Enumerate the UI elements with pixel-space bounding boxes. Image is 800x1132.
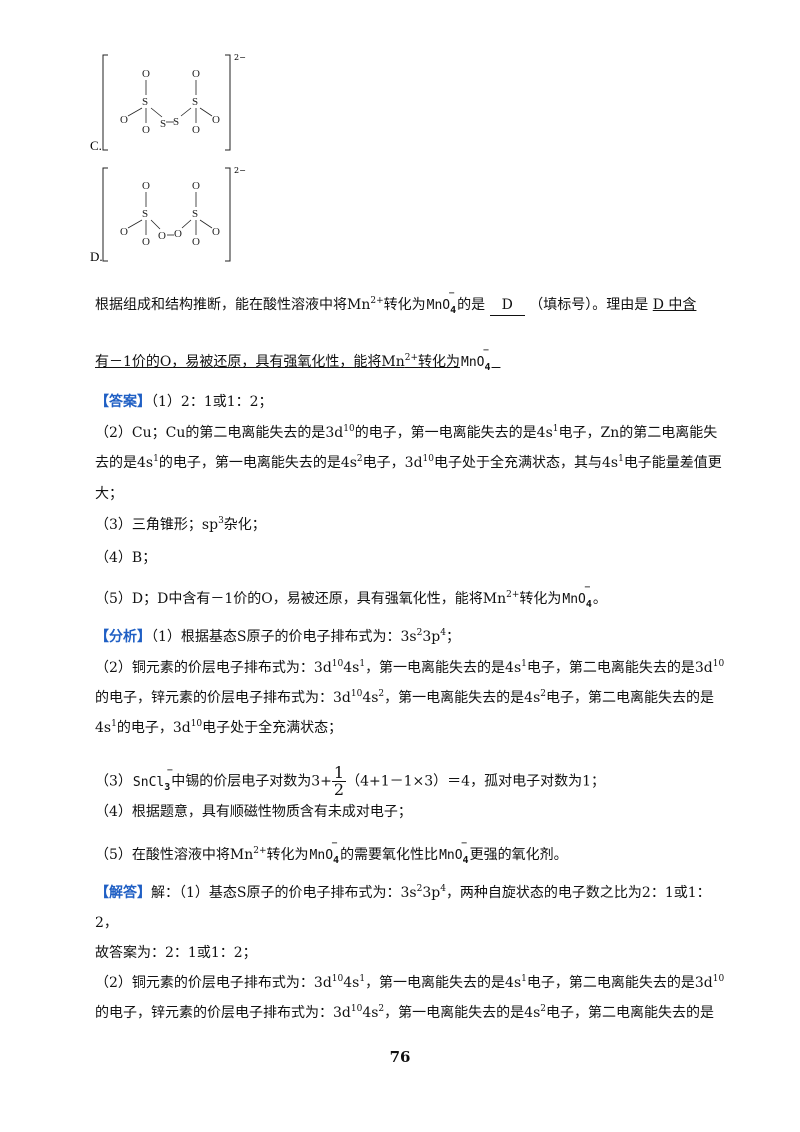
svg-text:S: S (192, 96, 198, 108)
analysis-tag: 【分析】 (95, 629, 151, 645)
page-number: 76 (389, 1048, 411, 1066)
answer-line-7: （5）D；D中含有－1价的O，易被还原，具有强氧化性，能将Mn2+转化为MnO−… (95, 582, 607, 610)
charge-d: 2− (234, 166, 246, 175)
svg-text:O: O (142, 180, 150, 192)
svg-text:S: S (160, 118, 166, 130)
svg-text:O: O (120, 226, 128, 238)
svg-text:O: O (142, 68, 150, 80)
solution-line-5: 的电子，锌元素的价层电子排布式为：3d104s2，第一电离能失去的是4s2电子，… (95, 1004, 714, 1022)
analysis-line-3: 的电子，锌元素的价层电子排布式为：3d104s2，第一电离能失去的是4s2电子，… (95, 689, 714, 707)
answer-line-2: （2）Cu；Cu的第二电离能失去的是3d10的电子，第一电离能失去的是4s1电子… (95, 424, 718, 442)
option-label-c: C. (90, 138, 102, 153)
svg-text:O: O (142, 124, 150, 136)
q5-line-1: 根据组成和结构推断，能在酸性溶液中将Mn2+转化为MnO−4的是 D （填标号）… (95, 288, 697, 321)
analysis-line-7: （5）在酸性溶液中将Mn2+转化为MnO−4的需要氧化性比MnO−4更强的氧化剂… (95, 838, 568, 866)
analysis-line-2: （2）铜元素的价层电子排布式为：3d104s1，第一电离能失去的是4s1电子，第… (95, 659, 725, 677)
svg-text:S: S (192, 208, 198, 220)
svg-text:S: S (142, 208, 148, 220)
svg-text:O: O (192, 124, 200, 136)
charge-c: 2− (234, 53, 246, 62)
svg-text:O: O (192, 68, 200, 80)
answer-blank: D (489, 295, 525, 316)
analysis-line-1: 【分析】（1）根据基态S原子的价电子排布式为：3s23p4； (95, 628, 460, 646)
svg-text:O: O (174, 228, 182, 240)
svg-text:O: O (212, 114, 220, 126)
answer-line-6: （4）B； (95, 550, 157, 566)
svg-text:O: O (212, 226, 220, 238)
svg-text:O: O (192, 180, 200, 192)
structure-diagram-d: D. 2− O S O O O O O S O O (90, 166, 246, 264)
solution-line-1: 【解答】解：（1）基态S原子的价电子排布式为：3s23p4，两种自旋状态的电子数… (95, 884, 711, 902)
svg-text:O: O (120, 114, 128, 126)
reason-text: D 中含 (652, 297, 697, 313)
answer-line-5: （3）三角锥形；sp3杂化； (95, 516, 266, 534)
analysis-line-4: 4s1的电子，3d10电子处于全充满状态； (95, 719, 343, 737)
answer-line-4: 大； (95, 486, 123, 502)
sncl3-formula: SnCl−3 (132, 764, 173, 793)
analysis-line-6: （4）根据题意，具有顺磁性物质含有未成对电子； (95, 804, 412, 820)
solution-line-4: （2）铜元素的价层电子排布式为：3d104s1，第一电离能失去的是4s1电子，第… (95, 974, 725, 992)
svg-text:S: S (173, 116, 179, 128)
solution-line-3: 故答案为：2：1或1：2； (95, 945, 257, 961)
svg-text:O: O (142, 236, 150, 248)
answer-line-3: 去的是4s1的电子，第一电离能失去的是4s2电子，3d10电子处于全充满状态，其… (95, 454, 722, 472)
q5-line-2: 有－1价的O，易被还原，具有强氧化性，能将Mn2+转化为MnO−4 (95, 345, 491, 373)
svg-text:O: O (192, 236, 200, 248)
option-label-d: D. (90, 249, 103, 264)
answer-tag: 【答案】 (95, 394, 151, 410)
svg-text:O: O (158, 230, 166, 242)
structure-diagram-c: C. 2− O S O O S S O S O O (90, 53, 246, 153)
permanganate-formula: MnO−4 (426, 288, 457, 316)
solution-line-2: 2， (95, 915, 118, 931)
solution-tag: 【解答】 (95, 885, 151, 901)
answer-line-1: 【答案】（1）2：1或1：2； (95, 394, 273, 410)
svg-text:S: S (142, 96, 148, 108)
